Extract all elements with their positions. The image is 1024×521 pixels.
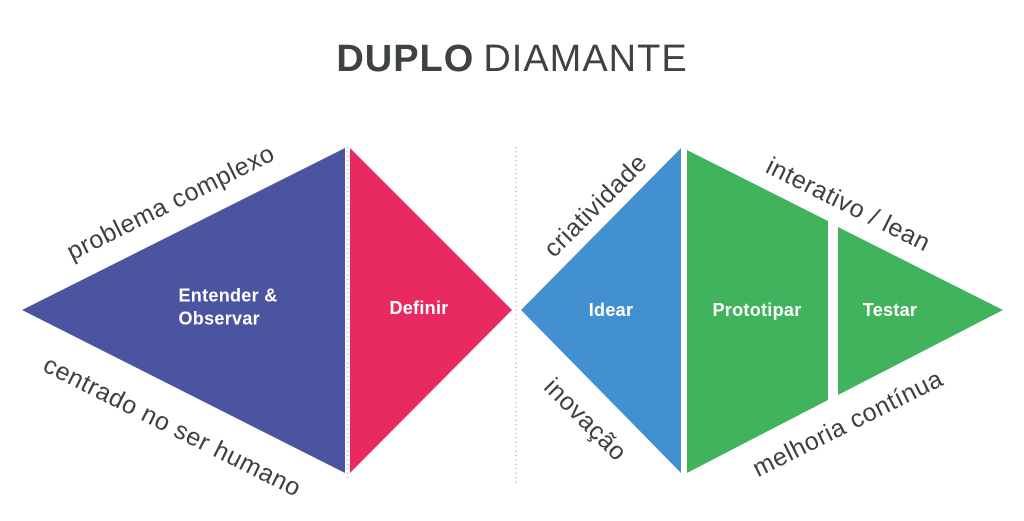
stage-label-entender-line1: Entender & — [178, 285, 278, 306]
title-secondary: DIAMANTE — [483, 38, 688, 80]
shape-entender-observar — [22, 148, 345, 473]
stage-label-idear: Idear — [588, 299, 634, 320]
stage-label-definir: Definir — [389, 297, 449, 318]
stage-label-entender-observar: Entender & Observar — [178, 285, 277, 330]
title-primary: DUPLO — [336, 38, 475, 80]
shape-testar — [838, 227, 1003, 395]
stage-label-prototipar: Prototipar — [712, 299, 802, 320]
shape-prototipar — [687, 150, 828, 473]
shape-idear — [521, 148, 681, 473]
stage-label-testar: Testar — [862, 299, 918, 320]
stage-label-entender-line2: Observar — [178, 308, 260, 328]
shape-definir — [350, 148, 512, 473]
